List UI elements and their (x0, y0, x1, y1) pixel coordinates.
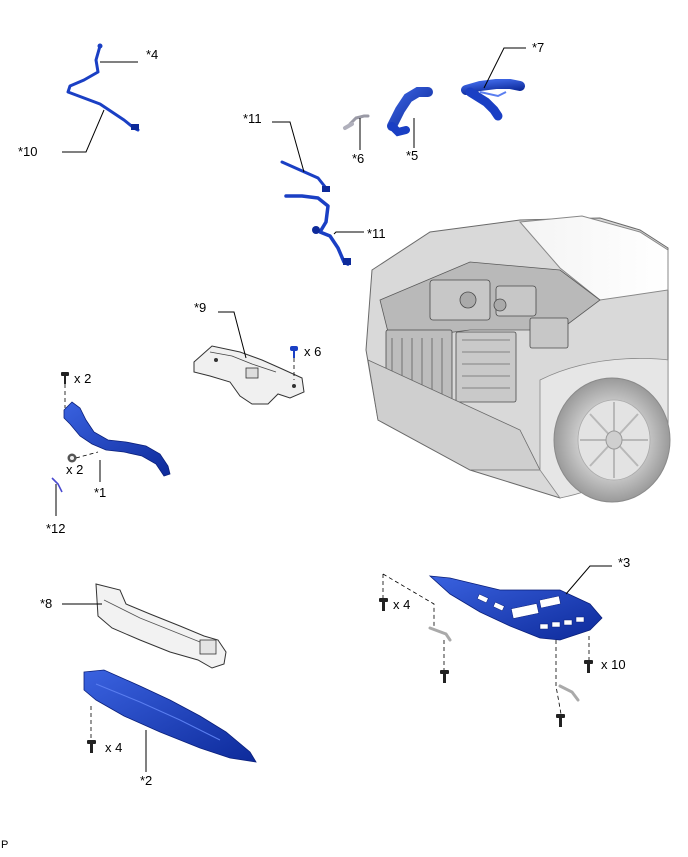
vehicle-front-illustration (365, 215, 671, 503)
callout-11-upper: *11 (243, 111, 262, 126)
hose-6 (343, 114, 370, 130)
callout-9: *9 (194, 300, 207, 315)
callout-7: *7 (532, 40, 545, 55)
callout-1: *1 (94, 485, 107, 500)
cover-2 (83, 669, 257, 763)
qty-bolt-cover-3-right: x 10 (601, 657, 626, 672)
callout-6: *6 (352, 151, 365, 166)
callout-5: *5 (406, 148, 419, 163)
callout-11-lower: *11 (367, 226, 386, 241)
callout-10: *10 (18, 144, 38, 159)
wire-harness-4-10 (66, 43, 140, 132)
hose-7 (461, 79, 525, 121)
cover-8 (95, 583, 227, 669)
callout-4: *4 (146, 47, 159, 62)
leader-lines (55, 47, 612, 772)
cover-3 (428, 575, 603, 641)
diagram-code: P (1, 839, 9, 851)
qty-clip-bracket-9: x 6 (304, 344, 322, 359)
clip-12 (51, 477, 63, 493)
qty-bolt-cover-2: x 4 (105, 740, 123, 755)
callout-8: *8 (40, 596, 53, 611)
callout-2: *2 (140, 773, 153, 788)
callout-12: *12 (46, 521, 66, 536)
bracket-9 (193, 345, 305, 405)
bracket-1 (63, 401, 171, 477)
hose-5 (387, 87, 433, 137)
wire-harness-11 (280, 160, 351, 266)
qty-bolt-cover-3-left: x 4 (393, 597, 411, 612)
dashed-guides (64, 358, 590, 740)
callout-3: *3 (618, 555, 631, 570)
qty-clip-bracket-1: x 2 (66, 462, 84, 477)
fasteners (61, 346, 593, 753)
qty-bolt-bracket-1: x 2 (74, 371, 92, 386)
